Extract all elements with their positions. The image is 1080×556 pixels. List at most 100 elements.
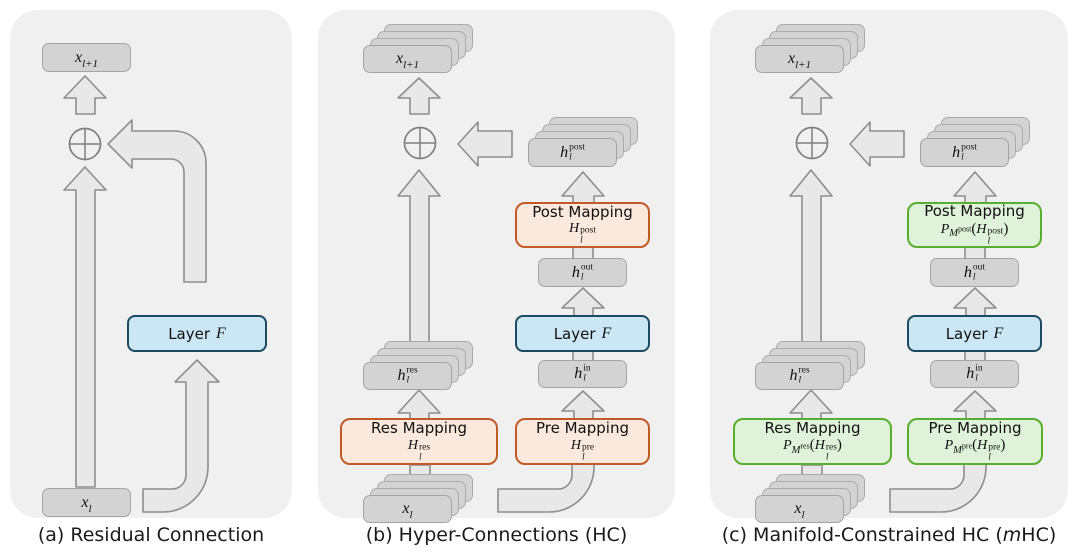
arrow-up-to-output [789,77,833,115]
manifold-m: M [949,228,958,240]
h-in-sup: in [975,363,983,374]
h-post-sub: l [569,152,572,162]
x-in-base: x [794,500,802,517]
h-out-sub: l [580,272,584,282]
h-res-sub: l [798,375,802,386]
caption-a: (a) Residual Connection [37,524,265,546]
pre-mapping-h: H [570,437,581,453]
caption-c: (c) Manifold-Constrained HC (mHC) [721,524,1057,546]
layer-f-symbol: F [993,324,1004,342]
post-mapping-h: H [569,221,580,237]
h-post-base: h [560,143,569,161]
x-in-sub: l [88,502,92,515]
h-post-sup: post [569,142,585,153]
bent-arrow-to-premap [889,461,987,513]
h-res-base: h [789,367,798,384]
arrow-postmap-to-hpost [953,171,997,204]
h-post-sub: l [961,152,964,162]
arrow-postmap-to-hpost [561,171,605,204]
h-res-sup: res [406,365,418,376]
h-res-sup: res [798,365,810,376]
h-out-base: h [963,263,972,281]
arrow-premap-to-hin [953,390,997,420]
projection-p: P [783,438,792,454]
caption-b: (b) Hyper-Connections (HC) [365,524,628,546]
x-next-base: x [74,48,83,66]
pre-mapping-h: H [977,438,988,454]
arrow-left-from-hpost [849,121,905,167]
add-circled-plus-icon [68,127,102,161]
layer-label: Layer [553,324,596,343]
res-mapping-h: H [814,438,825,454]
x-next-sub: l+1 [82,57,99,70]
h-in-sup: in [583,363,591,374]
arrow-resmap-to-hres [789,389,833,420]
projection-p: P [944,438,954,454]
h-in-base: h [574,365,583,382]
res-mapping-title: Res Mapping [371,419,467,438]
layer-box: Layer F [515,315,650,352]
arrow-layer-to-hout [953,287,997,317]
layer-f-symbol: F [216,324,226,342]
layer-box: Layer F [907,315,1042,352]
add-circled-plus-icon [403,126,437,160]
h-out-base: h [571,263,580,281]
h-in-sub: l [583,373,586,384]
arrow-resmap-to-hres [397,389,441,420]
x-in-base: x [402,500,410,517]
arrow-layer-to-hout [561,287,605,317]
layer-box: Layer F [127,315,267,352]
add-circled-plus-icon [795,126,829,160]
residual-stream-arrow [789,169,833,356]
bent-arrow-to-premap [497,461,595,513]
panel-a-arrows [63,75,220,513]
h-out-sup: out [972,262,986,273]
h-in-base: h [966,365,975,382]
residual-stream-arrow [397,169,441,356]
x-next-sub: l+1 [795,59,812,71]
bent-arrow-to-layer [142,359,220,513]
arrow-up-to-output [397,77,441,115]
h-res-sub: l [406,375,410,386]
post-mapping-title: Post Mapping [924,202,1025,221]
residual-stream-arrow [63,166,107,488]
h-out-sup: out [580,262,594,273]
panel-c-arrows [789,77,997,513]
x-next-base: x [787,50,796,67]
arrow-up-to-output [63,75,107,115]
layer-label: Layer [945,324,988,343]
h-res-base: h [397,367,406,384]
x-in-sub: l [409,509,413,521]
post-mapping-h: H [976,221,987,237]
manifold-m: M [953,444,962,456]
manifold-m: M [791,444,801,456]
res-mapping-h: H [407,437,419,453]
arrow-premap-to-hin [561,390,605,420]
pre-mapping-title: Pre Mapping [536,419,629,438]
x-next-base: x [395,50,404,67]
x-in-sub: l [801,509,805,521]
h-post-sup: post [961,142,977,153]
layer-label: Layer [168,324,211,343]
h-post-base: h [952,143,961,161]
h-in-sub: l [975,373,978,384]
